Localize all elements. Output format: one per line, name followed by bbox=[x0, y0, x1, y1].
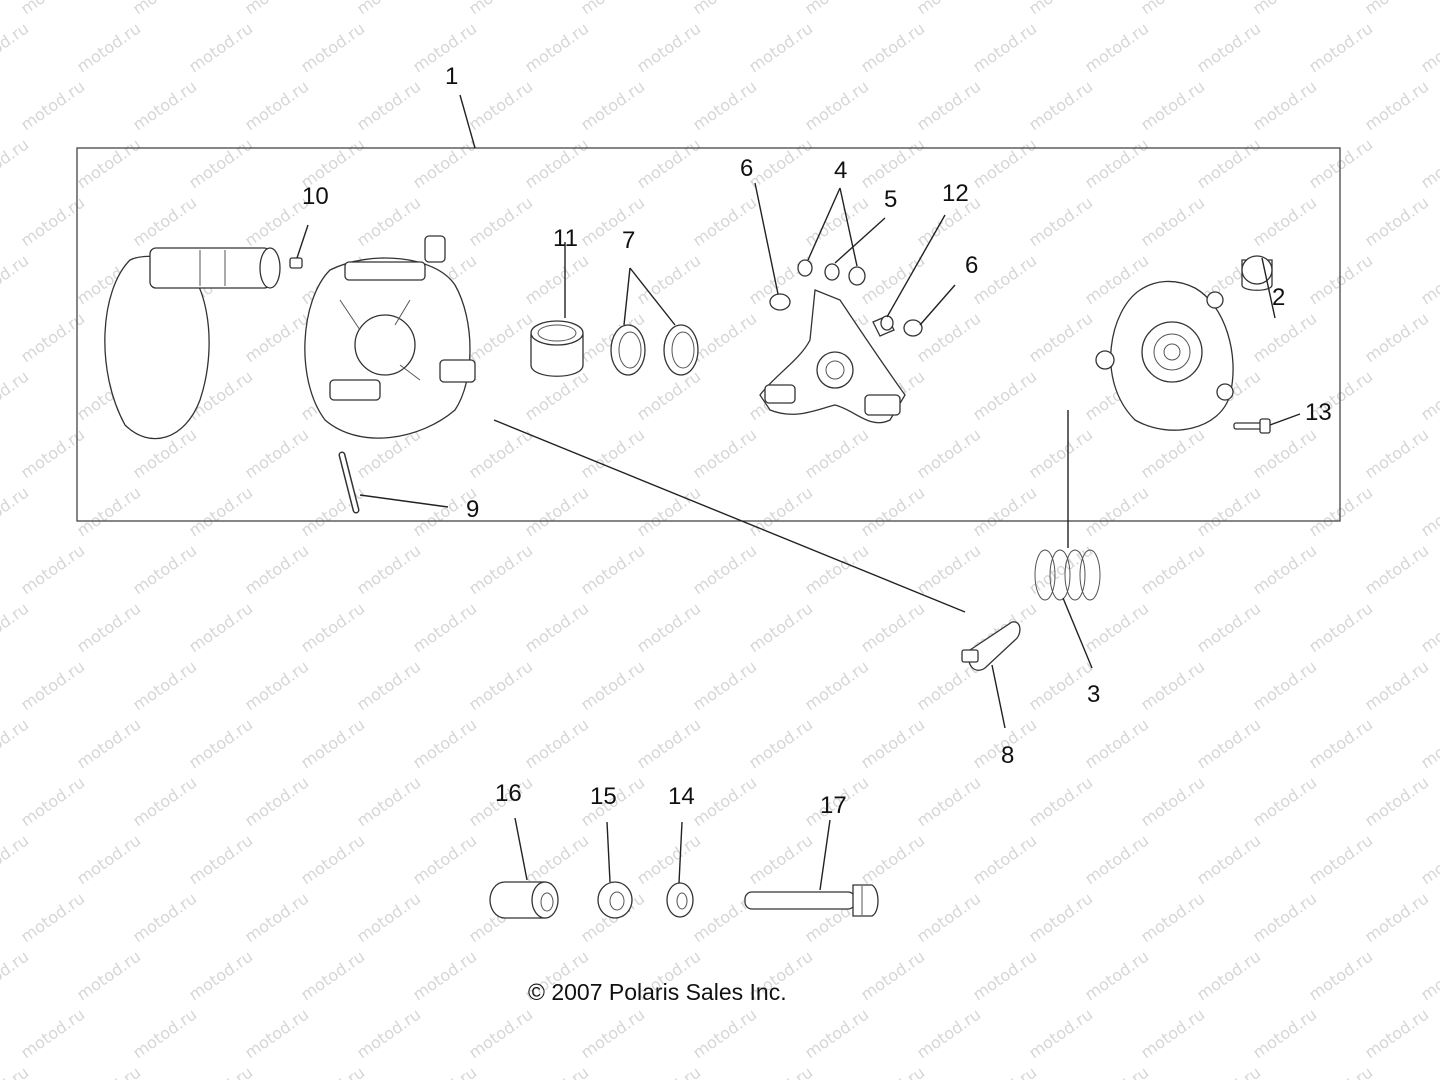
leader-10 bbox=[296, 224, 309, 259]
part-13-bolt bbox=[1233, 418, 1271, 434]
callout-12: 12 bbox=[942, 180, 969, 207]
part-12-pin bbox=[872, 315, 895, 337]
callout-13: 13 bbox=[1305, 399, 1332, 426]
leader-17 bbox=[819, 819, 831, 891]
leader-8 bbox=[991, 664, 1006, 729]
part-4-5-rings bbox=[797, 259, 866, 286]
part-6-roller-right bbox=[903, 284, 956, 337]
part-17-bolt bbox=[744, 884, 879, 917]
leader-7a bbox=[623, 267, 631, 326]
part-14-washer bbox=[666, 882, 694, 918]
part-2-bushing bbox=[1241, 255, 1273, 291]
part-7-seals bbox=[610, 324, 699, 376]
callout-16: 16 bbox=[495, 780, 522, 807]
callout-3: 3 bbox=[1087, 681, 1100, 708]
leader-13 bbox=[1269, 413, 1301, 426]
callout-15: 15 bbox=[590, 783, 617, 810]
leader-15 bbox=[606, 821, 611, 883]
callout-9: 9 bbox=[466, 496, 479, 523]
callout-4: 4 bbox=[834, 157, 847, 184]
leader-12 bbox=[886, 214, 946, 318]
callout-6-right: 6 bbox=[965, 252, 978, 279]
part-spider bbox=[759, 289, 906, 424]
leader-7b bbox=[629, 267, 676, 326]
leader-3 bbox=[1062, 597, 1093, 669]
part-9-pin bbox=[338, 451, 360, 514]
part-8-weight bbox=[961, 621, 1021, 671]
callout-17: 17 bbox=[820, 792, 847, 819]
callout-5: 5 bbox=[884, 186, 897, 213]
part-3-spring bbox=[1034, 549, 1101, 601]
callout-2: 2 bbox=[1272, 284, 1285, 311]
callout-6-left: 6 bbox=[740, 155, 753, 182]
part-stationary-sheave bbox=[104, 247, 281, 440]
leader-16 bbox=[514, 817, 528, 881]
part-11-bushing bbox=[530, 320, 584, 377]
part-16-spacer bbox=[489, 881, 559, 919]
callout-1: 1 bbox=[445, 63, 458, 90]
leader-4b bbox=[839, 187, 858, 267]
part-cover bbox=[1095, 280, 1234, 431]
part-10-screw bbox=[289, 257, 303, 269]
leader-14 bbox=[678, 821, 683, 884]
copyright-text: © 2007 Polaris Sales Inc. bbox=[528, 979, 787, 1005]
callout-7: 7 bbox=[622, 227, 635, 254]
part-6-roller-left bbox=[754, 182, 791, 311]
leader-8-long bbox=[493, 419, 966, 613]
leader-4a bbox=[807, 187, 841, 261]
callout-14: 14 bbox=[668, 783, 695, 810]
leader-5 bbox=[834, 217, 886, 264]
leader-1 bbox=[459, 94, 476, 149]
leader-2 bbox=[1261, 257, 1276, 319]
part-moveable-sheave bbox=[304, 235, 476, 439]
callout-8: 8 bbox=[1001, 742, 1014, 769]
leader-9 bbox=[359, 494, 449, 508]
callout-11: 11 bbox=[553, 225, 578, 252]
part-15-washer bbox=[597, 881, 633, 919]
assembly-frame bbox=[76, 147, 1341, 522]
callout-10: 10 bbox=[302, 183, 329, 210]
